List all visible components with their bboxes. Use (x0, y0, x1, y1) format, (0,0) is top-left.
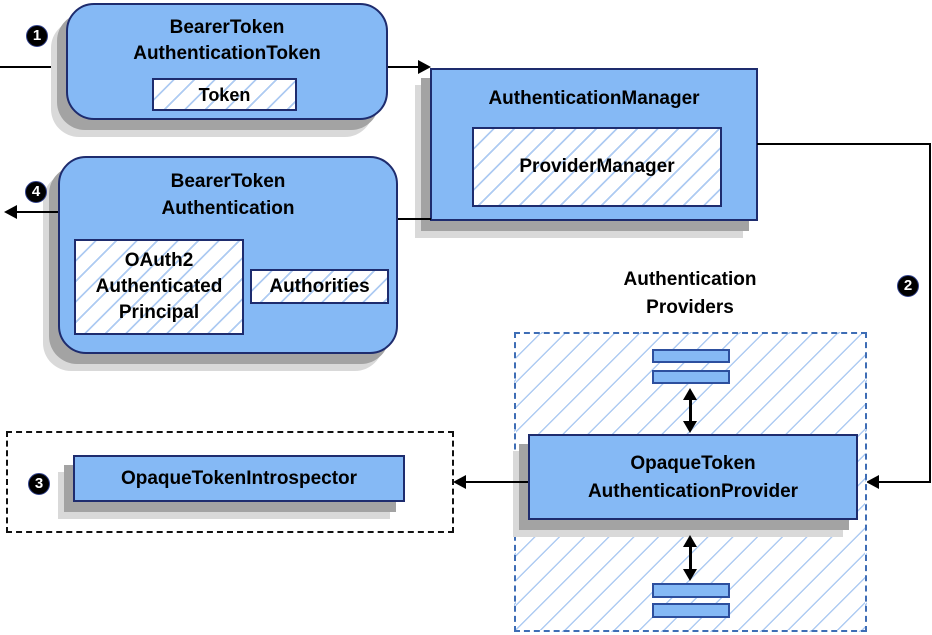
arrow-to-authentication-manager-line (388, 66, 419, 68)
authentication-manager-node: AuthenticationManager ProviderManager (430, 68, 758, 221)
arrow-to-authentication-manager-head (418, 60, 431, 74)
provider-manager-label: ProviderManager (519, 156, 675, 177)
token-label: Token (198, 84, 251, 105)
label-line: Authentication (623, 269, 757, 290)
token-box: Token (152, 78, 297, 111)
authentication-providers-label: Authentication Providers (590, 266, 790, 322)
principal-label-line: Authenticated (95, 276, 223, 297)
opaque-token-introspector-node: OpaqueTokenIntrospector (73, 455, 405, 502)
provider-placeholder-bar (652, 583, 730, 598)
step-3-badge: 3 (28, 473, 50, 495)
node-title-line: Authentication (161, 198, 295, 219)
principal-label-line: Principal (118, 302, 200, 323)
step-1-badge: 1 (26, 25, 48, 47)
bidirectional-arrow-down-head (683, 569, 697, 581)
node-title-line: AuthenticationManager (488, 88, 700, 109)
node-title-line: AuthenticationToken (133, 43, 321, 64)
step-2-path-bottom-segment (879, 481, 930, 483)
incoming-request-line (0, 66, 66, 68)
bidirectional-arrow-down-head (683, 421, 697, 433)
oauth2-authenticated-principal-box: OAuth2 Authenticated Principal (74, 239, 244, 335)
node-title-line: AuthenticationProvider (587, 481, 799, 502)
bidirectional-arrow-up-head (683, 388, 697, 400)
authorities-box: Authorities (250, 269, 389, 304)
arrow-to-introspector-head (453, 475, 466, 489)
step-4-badge: 4 (25, 181, 47, 203)
outgoing-authentication-arrow-head (4, 205, 17, 219)
node-title-line: BearerToken (170, 171, 286, 192)
outgoing-authentication-line (16, 211, 58, 213)
manager-to-authentication-connector (397, 218, 431, 220)
step-2-path-top-segment (757, 143, 931, 145)
bidirectional-arrow-shaft (689, 397, 692, 424)
authorities-label: Authorities (269, 275, 370, 297)
opaque-token-authentication-provider-node: OpaqueToken AuthenticationProvider (528, 434, 858, 520)
provider-placeholder-bar (652, 349, 730, 363)
provider-placeholder-bar (652, 603, 730, 618)
node-title-line: OpaqueTokenIntrospector (120, 467, 358, 489)
arrow-to-introspector-line (466, 481, 528, 483)
bidirectional-arrow-shaft (689, 544, 692, 572)
step-2-badge: 2 (897, 275, 919, 297)
provider-manager-box: ProviderManager (472, 127, 722, 207)
principal-label-line: OAuth2 (124, 250, 194, 271)
label-line: Providers (646, 297, 734, 318)
introspector-dashed-container (6, 431, 454, 533)
node-title-line: BearerToken (169, 17, 285, 38)
step-2-path-vertical-segment (929, 143, 931, 483)
step-2-arrow-head (866, 475, 879, 489)
bearer-token-authentication-token-node: BearerToken AuthenticationToken Token (66, 3, 388, 120)
node-title-line: OpaqueToken (630, 453, 756, 474)
provider-placeholder-bar (652, 370, 730, 384)
bearer-token-authentication-node: BearerToken Authentication OAuth2 Authen… (58, 156, 398, 354)
bidirectional-arrow-up-head (683, 535, 697, 547)
